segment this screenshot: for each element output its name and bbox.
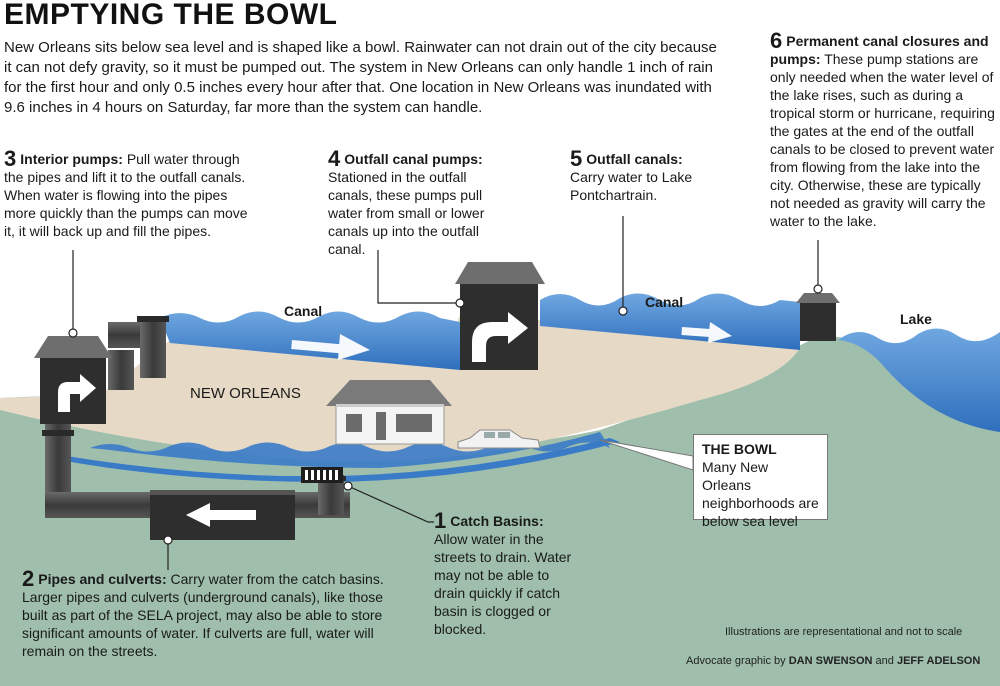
- disclaimer-note: Illustrations are representational and n…: [725, 626, 963, 638]
- flow-arrow-left: [291, 334, 370, 360]
- car: [457, 429, 541, 449]
- step-4-heading: Outfall canal pumps:: [344, 151, 483, 167]
- catch-basin: [301, 467, 343, 483]
- step-1-heading: Catch Basins:: [450, 513, 544, 529]
- step-2-body: Carry water from the catch basins. Large…: [22, 571, 384, 659]
- bowl-box-heading: THE BOWL: [702, 441, 777, 457]
- step-1-body: Allow water in the streets to drain. Wat…: [434, 531, 572, 637]
- credit-line: Advocate graphic by DAN SWENSON and JEFF…: [686, 655, 980, 667]
- closure-pump: [796, 293, 840, 341]
- step-6-heading: Permanent canal closures and pumps:: [770, 33, 989, 67]
- leader-dots: [68, 284, 823, 545]
- credit-author-2: JEFF ADELSON: [896, 655, 981, 667]
- step-6-body: These pump stations are only needed when…: [770, 51, 995, 229]
- bowl-info-box: THE BOWL Many New Orleans neighborhoods …: [693, 434, 828, 529]
- page-title: EMPTYING THE BOWL: [4, 0, 338, 31]
- canal-water-left: [160, 311, 460, 370]
- step-2-heading: Pipes and culverts:: [38, 571, 167, 587]
- intro-paragraph: New Orleans sits below sea level and is …: [4, 39, 717, 116]
- credit-and: and: [875, 655, 894, 667]
- credit-author-1: DAN SWENSON: [788, 655, 873, 667]
- city-label: NEW ORLEANS: [190, 385, 301, 402]
- step-5-heading: Outfall canals:: [586, 151, 683, 167]
- lake-label: Lake: [900, 311, 932, 327]
- canal-water-right: [540, 293, 800, 350]
- step-3-body: Pull water through the pipes and lift it…: [4, 151, 248, 239]
- lake-water: [838, 328, 1000, 432]
- outfall-pump: [455, 262, 545, 370]
- flow-arrow-right: [681, 322, 732, 343]
- step-2-number: 2: [22, 566, 35, 591]
- step-6-number: 6: [770, 28, 783, 53]
- credit-prefix: Advocate graphic by: [686, 655, 786, 667]
- step-5-body: Carry water to Lake Pontchartrain.: [570, 169, 693, 203]
- step-4-body: Stationed in the outfall canals, these p…: [328, 169, 485, 257]
- step-5-number: 5: [570, 146, 583, 171]
- bowl-box-body: Many New Orleans neighborhoods are below…: [702, 459, 819, 529]
- house: [326, 380, 452, 445]
- step-1-number: 1: [434, 508, 447, 533]
- canal-left-label: Canal: [284, 303, 323, 319]
- interior-pump: [34, 336, 112, 424]
- step-3-heading: Interior pumps:: [20, 151, 123, 167]
- culvert: [150, 490, 295, 540]
- canal-right-label: Canal: [645, 294, 684, 310]
- street-flood: [90, 432, 610, 468]
- step-3-number: 3: [4, 146, 17, 171]
- step-4-number: 4: [328, 146, 341, 171]
- pipe-system: [42, 316, 350, 518]
- leader-lines: [72, 216, 819, 570]
